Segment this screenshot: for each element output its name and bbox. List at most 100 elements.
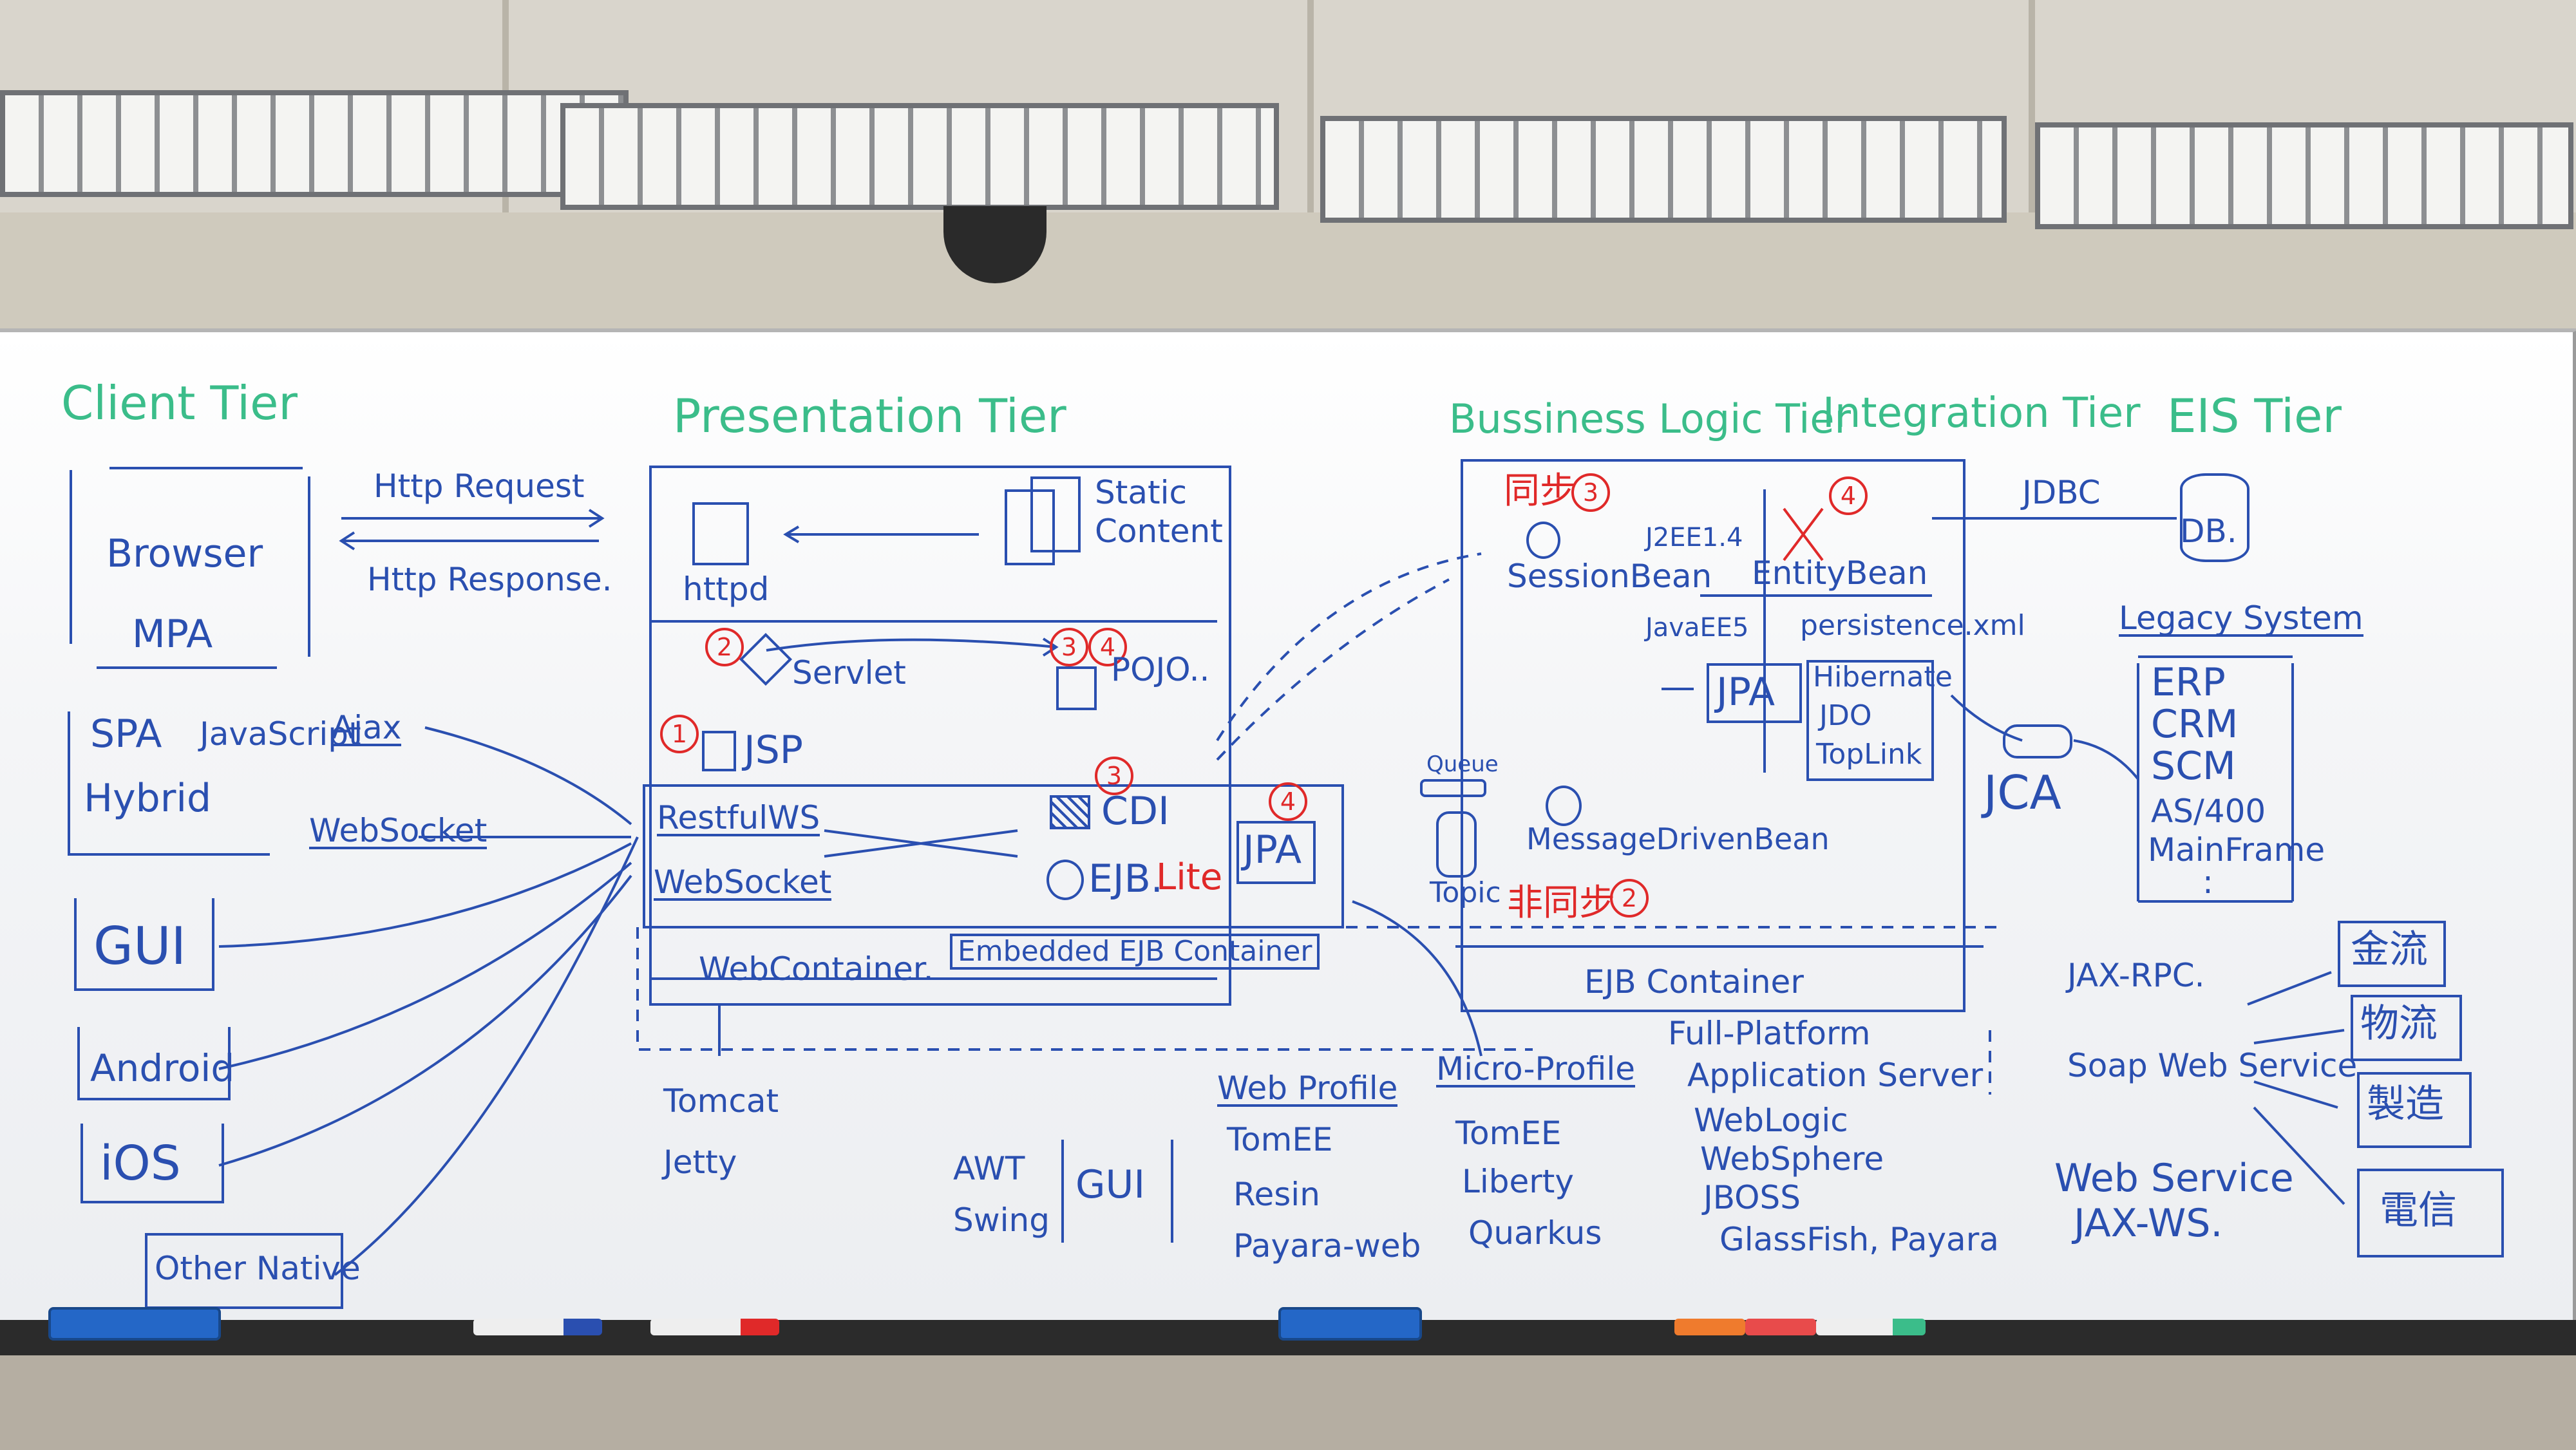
cdi-icon xyxy=(1050,795,1090,829)
full-platform-label: Full-Platform xyxy=(1668,1015,1871,1052)
jetty-label: Jetty xyxy=(663,1144,737,1181)
http-request-label: Http Request xyxy=(374,467,585,505)
hybrid-label: Hybrid xyxy=(84,776,212,821)
websphere-label: WebSphere xyxy=(1700,1140,1884,1178)
as400-label: AS/400 xyxy=(2151,793,2266,830)
lite-label: Lite xyxy=(1156,856,1223,898)
logistics-box xyxy=(2351,995,2462,1061)
resin-label: Resin xyxy=(1233,1176,1320,1213)
mpa-underline xyxy=(97,666,277,669)
business-tier-label: Bussiness Logic Tier xyxy=(1449,395,1851,442)
session-bean-icon xyxy=(1526,522,1560,559)
orm-box xyxy=(1806,660,1934,781)
sync-label: 同步 xyxy=(1504,470,1576,512)
async-label: 非同步 xyxy=(1507,882,1615,924)
manufacturing-box xyxy=(2357,1072,2472,1148)
jca-label: JCA xyxy=(1984,766,2061,820)
jpa-box-presentation xyxy=(1236,821,1316,884)
jaxws-label: JAX-WS. xyxy=(2074,1201,2223,1246)
integration-tier-label: Integration Tier xyxy=(1823,390,2141,437)
android-label: Android xyxy=(90,1046,235,1090)
red-marker-2 xyxy=(1745,1319,1816,1335)
crm-label: CRM xyxy=(2151,702,2239,747)
browser-label: Browser xyxy=(106,531,263,576)
httpd-label: httpd xyxy=(683,570,770,608)
session-bean-label: SessionBean xyxy=(1507,558,1712,595)
web-profile-label: Web Profile xyxy=(1217,1069,1398,1107)
entity-bean-label: EntityBean xyxy=(1752,554,1928,592)
jsp-label: JSP xyxy=(744,728,803,773)
web-container-label: WebContainer. xyxy=(699,950,934,988)
logistics-label: 物流 xyxy=(2360,1001,2438,1046)
browser-topline xyxy=(109,467,303,469)
marker-2-async: 2 xyxy=(1610,879,1649,918)
httpd-box xyxy=(692,502,749,565)
topic-icon xyxy=(1436,811,1477,878)
pojo-box xyxy=(1056,666,1097,710)
mdb-icon xyxy=(1546,786,1582,826)
gui-bottom-label: GUI xyxy=(1075,1162,1146,1207)
jdbc-label: JDBC xyxy=(2022,474,2101,511)
j2ee-label: J2EE1.4 xyxy=(1645,523,1743,552)
jdo-label: JDO xyxy=(1819,699,1872,732)
marker-3-session: 3 xyxy=(1571,473,1610,512)
jaxrpc-label: JAX-RPC. xyxy=(2067,957,2205,994)
swing-label: Swing xyxy=(953,1201,1050,1239)
eraser xyxy=(1278,1307,1422,1341)
eraser xyxy=(48,1307,221,1341)
liberty-label: Liberty xyxy=(1462,1163,1574,1200)
pojo-label: POJO.. xyxy=(1111,651,1210,688)
eis-tier-label: EIS Tier xyxy=(2167,389,2342,443)
mdb-label: MessageDrivenBean xyxy=(1526,822,1830,856)
marker-4: 4 xyxy=(1088,628,1127,666)
marker-3-cdi: 3 xyxy=(1095,757,1133,795)
ceiling-light xyxy=(560,103,1279,210)
blue-marker xyxy=(473,1319,602,1335)
marker-3: 3 xyxy=(1050,628,1088,666)
presentation-tier-label: Presentation Tier xyxy=(673,389,1066,443)
jpa-presentation-label: JPA xyxy=(1243,827,1302,872)
ceiling-light xyxy=(0,90,629,197)
legacy-label: Legacy System xyxy=(2119,599,2363,637)
static-content-icon xyxy=(1030,476,1081,552)
finance-box xyxy=(2338,921,2446,987)
orange-marker xyxy=(1674,1319,1745,1335)
eis-more-dots: : xyxy=(2202,863,2213,901)
red-marker xyxy=(650,1319,779,1335)
spa-label: SPA xyxy=(90,711,162,757)
websocket-client-label: WebSocket xyxy=(309,812,488,849)
ios-label: iOS xyxy=(100,1136,181,1191)
tomee-webprofile-label: TomEE xyxy=(1227,1121,1333,1158)
hibernate-label: Hibernate xyxy=(1813,661,1953,693)
gui-box xyxy=(74,898,214,991)
embedded-ejb-label: Embedded EJB Container xyxy=(950,934,1320,970)
marker-1: 1 xyxy=(660,715,699,753)
persistence-label: persistence.xml xyxy=(1800,609,2025,642)
ios-box xyxy=(80,1124,224,1203)
marker-2: 2 xyxy=(705,628,744,666)
ejb-container-label: EJB Container xyxy=(1584,963,1804,1001)
spa-box xyxy=(68,711,270,856)
http-response-label: Http Response. xyxy=(367,561,612,598)
glassfish-label: GlassFish, Payara xyxy=(1719,1221,1999,1258)
android-box xyxy=(77,1027,231,1100)
tomcat-label: Tomcat xyxy=(663,1082,779,1120)
static-content-icon xyxy=(1005,489,1055,565)
cdi-label: CDI xyxy=(1101,789,1170,834)
tomcat-pointer xyxy=(718,1004,721,1056)
websocket-server-label: WebSocket xyxy=(654,863,832,901)
queue-label: Queue xyxy=(1426,751,1499,777)
micro-profile-label: Micro-Profile xyxy=(1436,1050,1636,1088)
green-marker xyxy=(1816,1319,1926,1335)
erp-label: ERP xyxy=(2151,660,2226,705)
jboss-label: JBOSS xyxy=(1703,1179,1801,1216)
jsp-box xyxy=(702,731,736,771)
telecom-label: 電信 xyxy=(2380,1188,2457,1233)
scm-label: SCM xyxy=(2151,744,2236,789)
db-icon xyxy=(2180,473,2249,562)
ejb-icon xyxy=(1046,860,1084,900)
servlet-label: Servlet xyxy=(792,654,906,692)
ceiling-grid xyxy=(1307,0,1314,212)
finance-label: 金流 xyxy=(2351,927,2428,972)
manufacturing-label: 製造 xyxy=(2367,1082,2444,1127)
